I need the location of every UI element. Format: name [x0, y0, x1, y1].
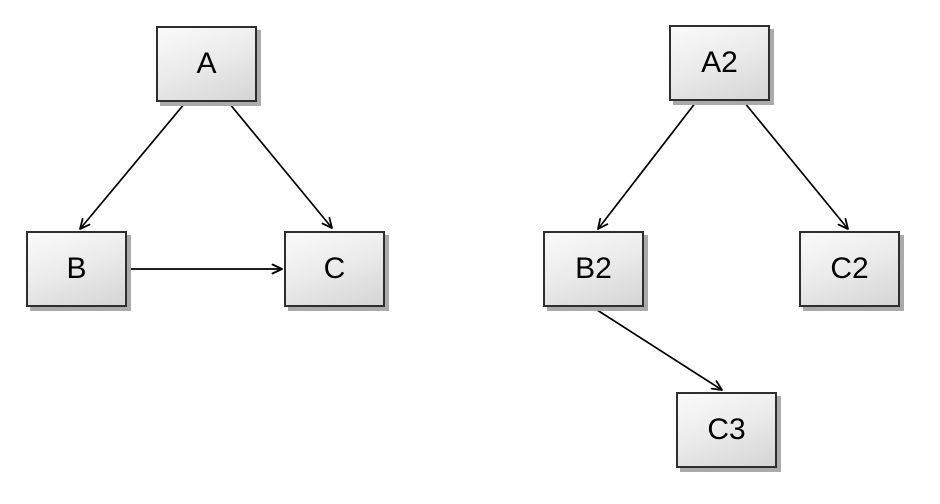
node-C2[interactable]: C2 — [799, 231, 900, 307]
node-C3-label: C3 — [707, 413, 746, 446]
edge-B2-C3[interactable] — [593, 307, 723, 391]
node-B[interactable]: B — [26, 231, 127, 307]
node-C-label: C — [323, 252, 346, 285]
node-A[interactable]: A — [156, 26, 257, 102]
node-C2-label: C2 — [830, 252, 869, 285]
edge-A-B[interactable] — [79, 102, 186, 230]
edge-A-C[interactable] — [228, 102, 333, 229]
node-B-label: B — [66, 252, 87, 285]
node-B2-label: B2 — [575, 252, 612, 285]
node-B2[interactable]: B2 — [543, 231, 644, 307]
node-A2[interactable]: A2 — [669, 25, 770, 101]
node-A-label: A — [196, 47, 217, 80]
edge-A2-B2[interactable] — [597, 101, 697, 230]
node-C[interactable]: C — [284, 231, 385, 307]
edge-A2-C2[interactable] — [743, 101, 849, 230]
node-A2-label: A2 — [701, 46, 738, 79]
node-C3[interactable]: C3 — [676, 392, 777, 468]
